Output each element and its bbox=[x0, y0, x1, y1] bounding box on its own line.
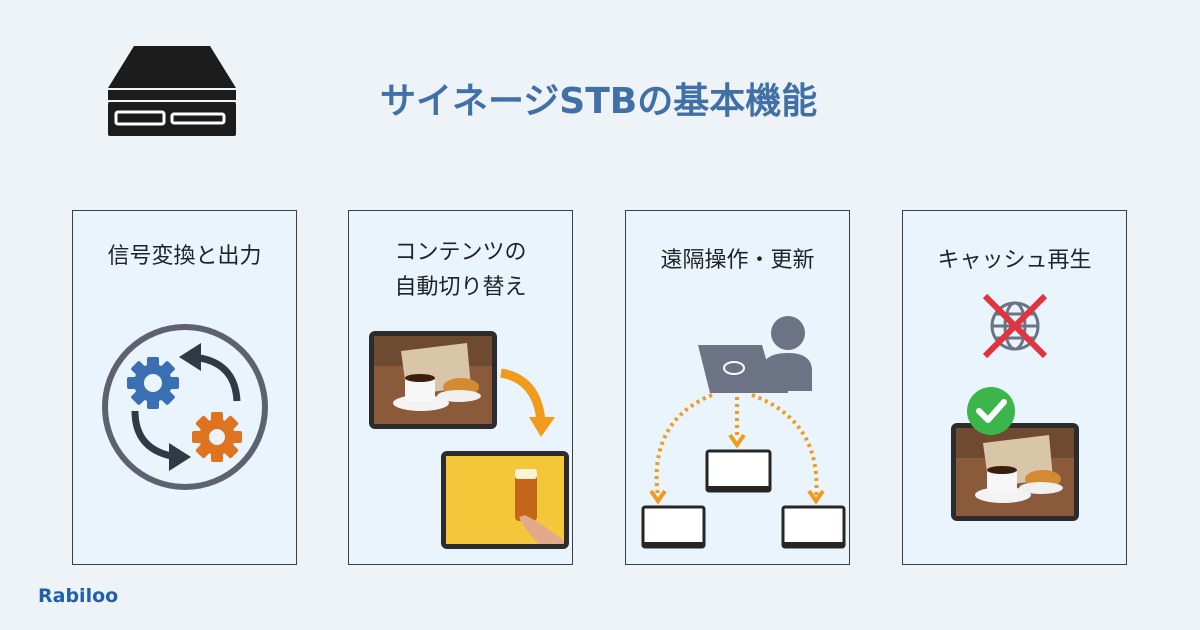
card-cache-playback: キャッシュ再生 bbox=[902, 210, 1127, 565]
gears-cycle-icon bbox=[102, 324, 268, 490]
page-title: サイネージSTBの基本機能 bbox=[380, 81, 818, 122]
monitor-icon-center bbox=[705, 449, 772, 493]
content-switch-illustration bbox=[369, 331, 569, 549]
card-title: 遠隔操作・更新 bbox=[660, 248, 815, 273]
card-title: キャッシュ再生 bbox=[937, 248, 1092, 273]
tablet-coffee-image bbox=[369, 331, 497, 429]
orange-gear-icon bbox=[192, 412, 242, 462]
operator-person-icon bbox=[762, 316, 812, 391]
card-remote-update: 遠隔操作・更新 bbox=[625, 210, 850, 565]
blue-gear-icon bbox=[127, 357, 179, 409]
check-icon bbox=[967, 387, 1015, 435]
cached-content-tablet bbox=[951, 423, 1079, 521]
tablet-beer-image bbox=[441, 451, 569, 549]
card-content-switching: コンテンツの 自動切り替え bbox=[348, 210, 573, 565]
monitor-icon-right bbox=[781, 505, 846, 549]
card-signal-conversion: 信号変換と出力 bbox=[72, 210, 297, 565]
card-title-line-1: コンテンツの bbox=[394, 240, 527, 265]
remote-operation-illustration bbox=[641, 316, 846, 549]
stb-device-icon bbox=[108, 46, 236, 136]
laptop-icon bbox=[698, 345, 788, 393]
cache-playback-illustration bbox=[951, 293, 1079, 521]
no-network-globe-icon bbox=[982, 293, 1048, 359]
rabiloo-logo: Rabiloo bbox=[38, 585, 119, 607]
monitor-icon-left bbox=[641, 505, 706, 549]
card-title-line-2: 自動切り替え bbox=[394, 275, 527, 300]
card-title: 信号変換と出力 bbox=[107, 244, 262, 269]
